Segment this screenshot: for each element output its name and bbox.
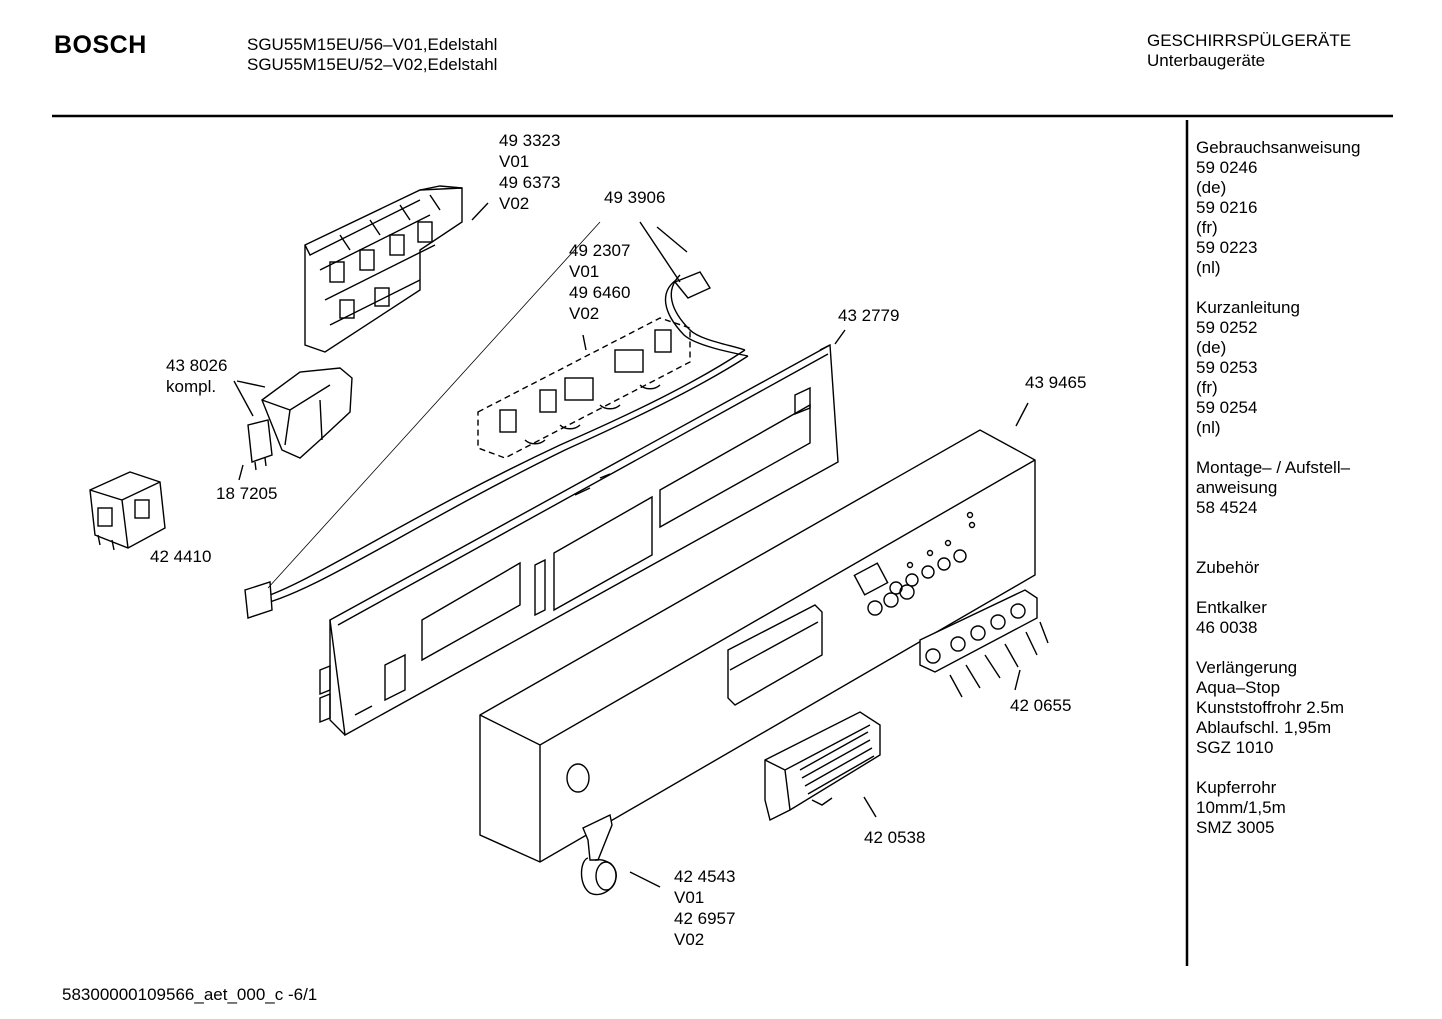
door-switch-part	[247, 367, 353, 471]
relay-part	[89, 471, 166, 551]
sidebar-group-zubehoer: Zubehör	[1196, 558, 1260, 577]
part-label-relay: 42 4410	[150, 547, 212, 566]
model-line-1: SGU55M15EU/56–V01,Edelstahl	[247, 35, 498, 54]
part-label-cable-harness: 49 3906	[604, 188, 666, 207]
control-module-part	[304, 185, 463, 353]
document-footer-code: 58300000109566_aet_000_c -6/1	[62, 985, 318, 1004]
front-frame-part	[319, 343, 839, 737]
part-label-front-panel: 43 9465	[1025, 373, 1087, 392]
cable-harness-part	[244, 271, 749, 619]
leader-lines	[233, 202, 1029, 888]
knob-part	[580, 813, 617, 896]
part-label-front-frame: 43 2779	[838, 306, 900, 325]
part-label-handle: 42 0538	[864, 828, 926, 847]
connector-group-part	[477, 317, 691, 459]
category-subtitle: Unterbaugeräte	[1147, 51, 1266, 70]
brand-logo: BOSCH	[54, 31, 147, 59]
front-panel-part	[479, 429, 1036, 863]
part-label-button-strip: 42 0655	[1010, 696, 1072, 715]
part-label-switch-element: 18 7205	[216, 484, 278, 503]
category-title: GESCHIRRSPÜLGERÄTE	[1147, 31, 1352, 50]
model-line-2: SGU55M15EU/52–V02,Edelstahl	[247, 55, 498, 74]
handle-part	[764, 711, 881, 822]
button-strip-part	[919, 589, 1049, 698]
